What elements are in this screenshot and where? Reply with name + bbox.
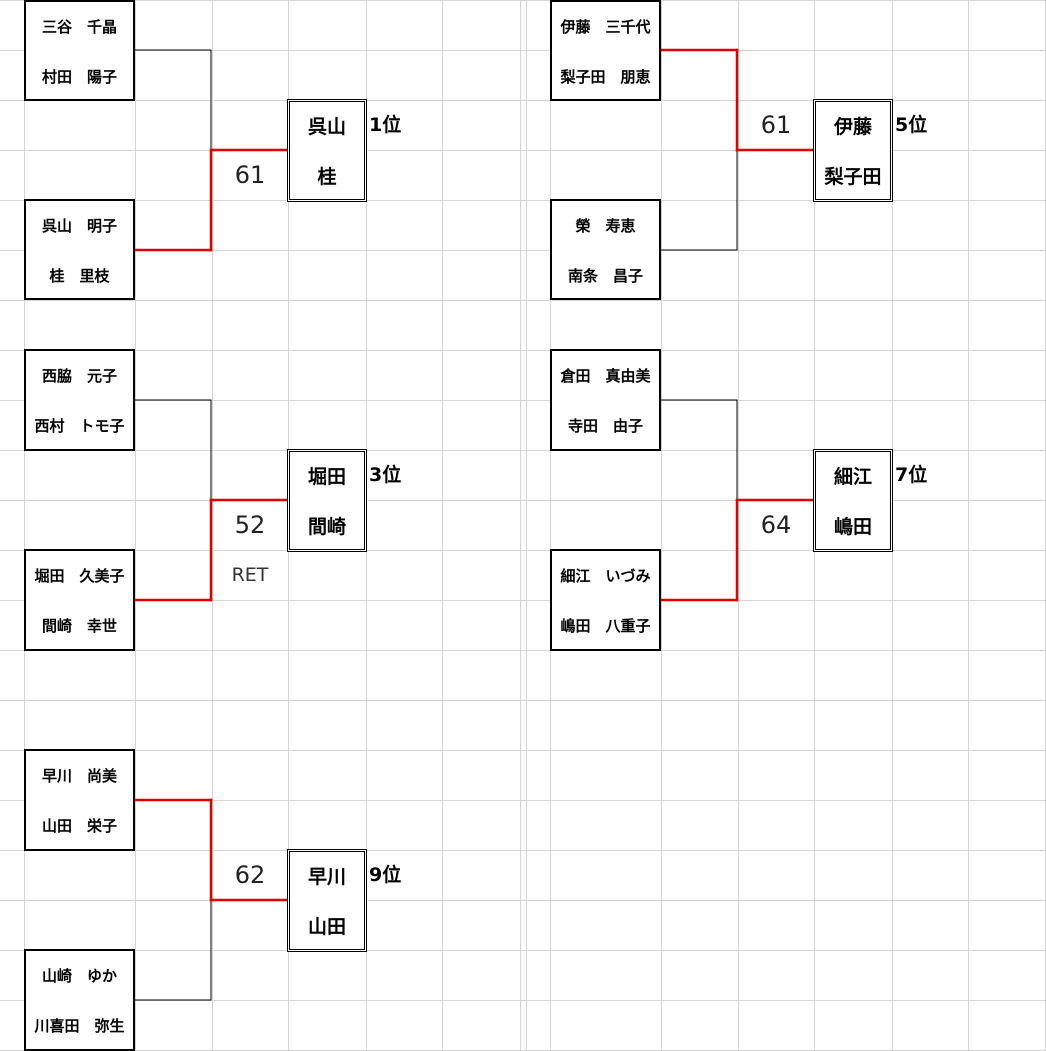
player-name: 川喜田 弥生	[34, 1017, 125, 1035]
pair-box-top[interactable]: 早川 尚美 山田 栄子	[24, 749, 135, 851]
rank-label: 7位	[895, 464, 928, 486]
pair-box-top[interactable]: 伊藤 三千代 梨子田 朋恵	[550, 0, 661, 101]
pair-box-bottom[interactable]: 細江 いづみ 嶋田 八重子	[550, 549, 661, 651]
pair-box-top[interactable]: 倉田 真由美 寺田 由子	[550, 349, 661, 451]
player-name: 細江 いづみ	[560, 567, 651, 585]
winner-name: 細江	[833, 466, 872, 488]
player-name: 早川 尚美	[41, 767, 117, 785]
winner-box[interactable]: 呉山 桂	[287, 99, 367, 202]
rank-label: 9位	[369, 864, 402, 886]
rank-label: 5位	[895, 114, 928, 136]
player-name: 倉田 真由美	[560, 367, 651, 385]
pair-box-bottom[interactable]: 堀田 久美子 間崎 幸世	[24, 549, 135, 651]
player-name: 三谷 千晶	[41, 18, 117, 36]
winner-name: 早川	[307, 866, 346, 888]
player-name: 梨子田 朋恵	[560, 68, 651, 86]
winner-name: 伊藤	[833, 116, 872, 138]
winner-name: 堀田	[307, 466, 346, 488]
winner-name: 間崎	[307, 516, 346, 538]
match-score: 61	[234, 161, 266, 189]
pair-box-bottom[interactable]: 山崎 ゆか 川喜田 弥生	[24, 949, 135, 1051]
winner-name: 山田	[307, 916, 346, 938]
rank-label: 1位	[369, 114, 402, 136]
winner-name: 呉山	[307, 116, 346, 138]
player-name: 呉山 明子	[41, 217, 117, 235]
winner-box[interactable]: 伊藤 梨子田	[813, 99, 893, 202]
pair-box-bottom[interactable]: 呉山 明子 桂 里枝	[24, 199, 135, 300]
player-name: 間崎 幸世	[41, 617, 117, 635]
match-score: 62	[234, 861, 266, 889]
pair-box-top[interactable]: 西脇 元子 西村 トモ子	[24, 349, 135, 451]
player-name: 村田 陽子	[41, 68, 117, 86]
winner-name: 梨子田	[824, 166, 882, 188]
player-name: 山崎 ゆか	[41, 967, 117, 985]
match-score: 61	[760, 111, 792, 139]
player-name: 西脇 元子	[41, 367, 117, 385]
winner-name: 嶋田	[833, 516, 872, 538]
player-name: 伊藤 三千代	[560, 18, 651, 36]
match-score: 52	[234, 511, 266, 539]
player-name: 南条 昌子	[567, 267, 643, 285]
player-name: 桂 里枝	[49, 267, 110, 285]
pair-box-top[interactable]: 三谷 千晶 村田 陽子	[24, 0, 135, 101]
player-name: 寺田 由子	[567, 417, 643, 435]
rank-label: 3位	[369, 464, 402, 486]
winner-name: 桂	[317, 166, 337, 188]
player-name: 榮 寿恵	[575, 217, 636, 235]
match-score: 64	[760, 511, 792, 539]
winner-box[interactable]: 早川 山田	[287, 849, 367, 952]
player-name: 嶋田 八重子	[560, 617, 651, 635]
winner-box[interactable]: 細江 嶋田	[813, 449, 893, 552]
player-name: 堀田 久美子	[34, 567, 125, 585]
player-name: 山田 栄子	[41, 817, 117, 835]
retired-note: RET	[231, 564, 269, 586]
pair-box-bottom[interactable]: 榮 寿恵 南条 昌子	[550, 199, 661, 300]
player-name: 西村 トモ子	[34, 417, 125, 435]
winner-box[interactable]: 堀田 間崎	[287, 449, 367, 552]
